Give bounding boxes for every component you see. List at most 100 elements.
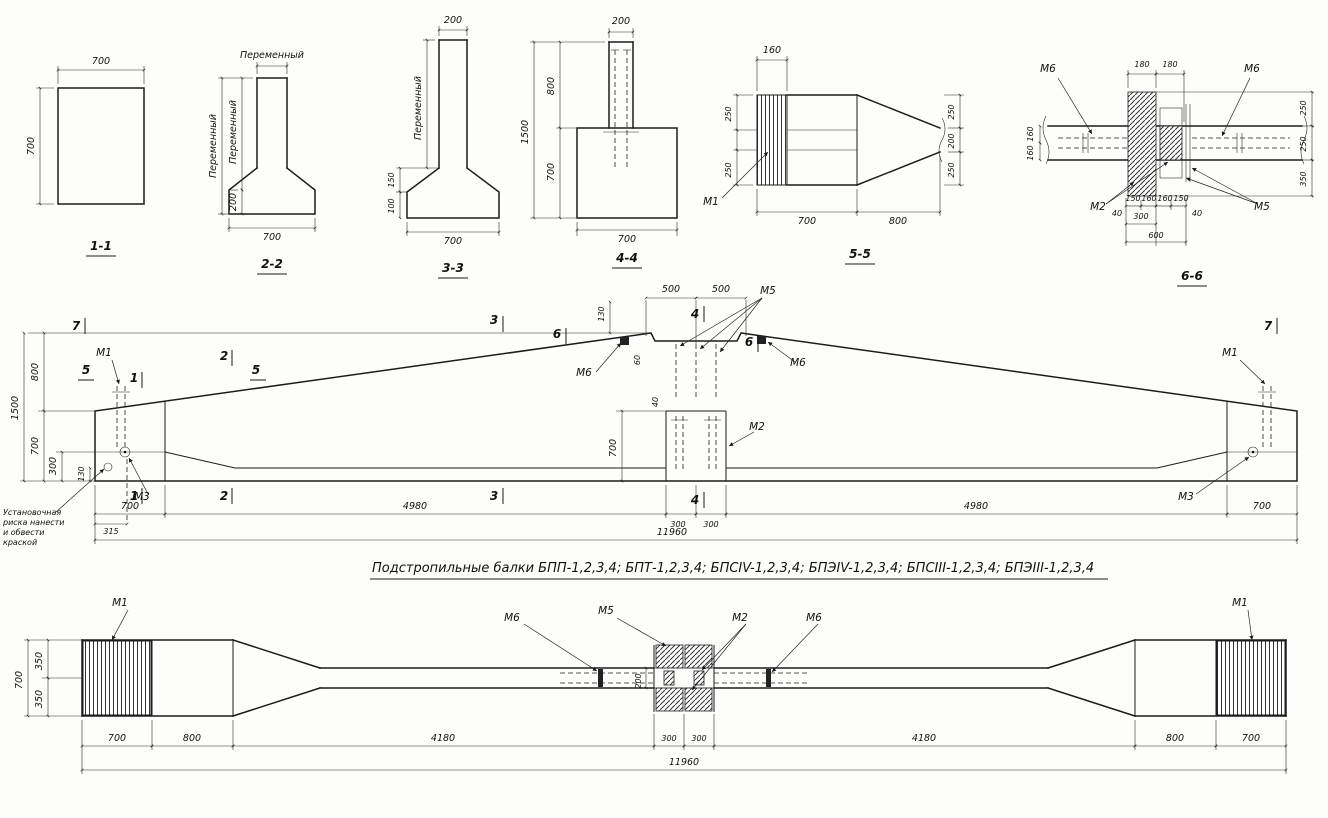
elev-dim-40: 40	[651, 397, 660, 407]
s6-bot-dim-150a: 150	[1125, 194, 1140, 203]
s3-top-width-dim: 200	[444, 15, 462, 26]
cut-7-right: 7	[1264, 319, 1273, 333]
s6-right-dim-a: 250	[1299, 100, 1308, 115]
s3-slope-height-dim: 150	[387, 172, 396, 187]
cut-1-bottom: 1	[130, 489, 138, 503]
cut-3-bottom: 3	[490, 489, 498, 503]
s6-bot-d40b: 40	[1192, 209, 1202, 218]
plan-bottom-700r: 700	[1242, 733, 1260, 744]
s4-total-height-dim: 1500	[520, 120, 531, 144]
plan-outline	[81, 639, 1287, 717]
s6-left-dim-a: 160	[1026, 126, 1035, 141]
s1-width-dim: 700	[92, 56, 110, 67]
plan-end-hatch-right	[1216, 640, 1286, 716]
s5-bottom-right-dim: 800	[889, 216, 907, 227]
elevation-view: 7 3 6 4 6 7 5 1 2 5 1 2 3 4 M1 M1 M3 M3 …	[2, 284, 1299, 547]
cut-4-bottom: 4	[690, 493, 699, 507]
s6-bot-dim-160a: 160	[1141, 194, 1156, 203]
cut-1-top: 1	[130, 371, 138, 385]
s6-bot-dim-40a: 40	[1112, 209, 1122, 218]
plan-leaders	[111, 609, 1254, 691]
plan-height-350b: 350	[34, 690, 45, 708]
elev-m3-left: M3	[134, 491, 150, 503]
s6-m2-leader-b	[1105, 161, 1169, 205]
s5-m1-leader	[721, 151, 769, 199]
s6-m6-right-mark: M6	[1244, 63, 1260, 75]
plan-bottom-800l: 800	[183, 733, 201, 744]
s4-lower-height-dim: 700	[546, 163, 557, 181]
s1-outline	[57, 87, 145, 205]
plan-bottom-300r: 300	[691, 734, 706, 743]
s6-m5-leader-a	[1191, 167, 1259, 205]
note-line-2: риска нанести	[2, 518, 65, 527]
section-6-6: M6 M6 180 180 160 160 250 250 350 150 16…	[1026, 60, 1314, 287]
elev-m6-right: M6	[790, 357, 806, 369]
s6-label: 6-6	[1181, 269, 1203, 283]
elev-dim-130-top: 130	[597, 306, 606, 321]
plan-total-length: 11960	[669, 757, 699, 768]
elevation-outline	[94, 332, 1298, 482]
s6-outline	[1042, 91, 1308, 197]
s6-bot-dim-300: 300	[1133, 212, 1148, 221]
elev-height-700: 700	[30, 437, 41, 455]
cut-5-right: 5	[252, 363, 260, 377]
s5-bottom-left-dim: 700	[798, 216, 816, 227]
plan-bottom-300l: 300	[661, 734, 676, 743]
s4-bottom-width-dim: 700	[618, 234, 636, 245]
note-line-1: Установочная	[3, 508, 61, 517]
s6-right-dim-b: 250	[1299, 136, 1308, 151]
s5-right-top-dim: 250	[947, 104, 956, 119]
elevation-m6-plate-right	[757, 336, 766, 344]
elev-height-300: 300	[48, 457, 59, 475]
elev-total-height: 1500	[10, 396, 21, 420]
plan-center-joint	[560, 644, 808, 712]
plan-m1-left: M1	[112, 597, 128, 609]
s2-foot-height-dim: 200	[228, 193, 239, 211]
s5-left-bottom-dim: 250	[724, 162, 733, 177]
s5-end-hatch	[756, 94, 788, 186]
elev-m5: M5	[760, 285, 776, 297]
plan-bolt-left	[598, 669, 603, 687]
s6-m2-mark: M2	[1090, 201, 1106, 213]
elevation-m6-plate-left	[620, 337, 629, 345]
elev-dim-315: 315	[103, 527, 118, 536]
s6-m6-left-leader	[1057, 77, 1093, 135]
s6-bot-dim-600: 600	[1148, 231, 1163, 240]
s2-height-outer-dim: Переменный	[208, 114, 219, 178]
s2-top-dim: Переменный	[240, 50, 304, 61]
plan-view: M1 M6 M5 M2 M6 M1 700 350 350 200 700 80…	[14, 597, 1288, 774]
elevation-cut-marks	[78, 306, 1278, 508]
s5-end-width-dim: 160	[763, 45, 781, 56]
s5-left-top-dim: 250	[724, 106, 733, 121]
plan-web-200: 200	[634, 673, 643, 688]
cut-5-left: 5	[82, 363, 90, 377]
elev-m1-left: M1	[96, 347, 112, 359]
s3-column-height-dim: Переменный	[413, 76, 424, 140]
cut-6-right: 6	[745, 335, 753, 349]
section-3-3: 200 Переменный 150 100 700 3-3	[387, 15, 501, 279]
s5-label: 5-5	[849, 247, 871, 261]
s3-label: 3-3	[442, 261, 464, 275]
note-line-4: краской	[3, 538, 37, 547]
elev-height-800: 800	[30, 363, 41, 381]
s4-top-width-dim: 200	[612, 16, 630, 27]
setting-mark-note: Установочная риска нанести и обвести кра…	[2, 508, 65, 547]
plan-m6-left: M6	[504, 612, 520, 624]
s6-m2-leader-a	[1105, 181, 1135, 205]
plan-bolt-right	[766, 669, 771, 687]
plan-bottom-800r: 800	[1166, 733, 1184, 744]
plan-bottom-4180l: 4180	[431, 733, 455, 744]
s6-left-dim-b: 160	[1026, 145, 1035, 160]
elev-top-500b: 500	[712, 284, 730, 295]
s6-joint-block-hatch	[1159, 125, 1183, 161]
plan-bottom-4180r: 4180	[912, 733, 936, 744]
elev-bottom-300l: 300	[670, 520, 685, 529]
elev-m2: M2	[749, 421, 765, 433]
s1-dimensions	[36, 66, 146, 206]
cut-7-left: 7	[72, 319, 81, 333]
elev-bottom-4980l: 4980	[403, 501, 427, 512]
s4-anchor-bolts	[603, 49, 639, 170]
elev-dim-130-bottom: 130	[77, 466, 86, 481]
plan-end-hatch-left	[82, 640, 152, 716]
